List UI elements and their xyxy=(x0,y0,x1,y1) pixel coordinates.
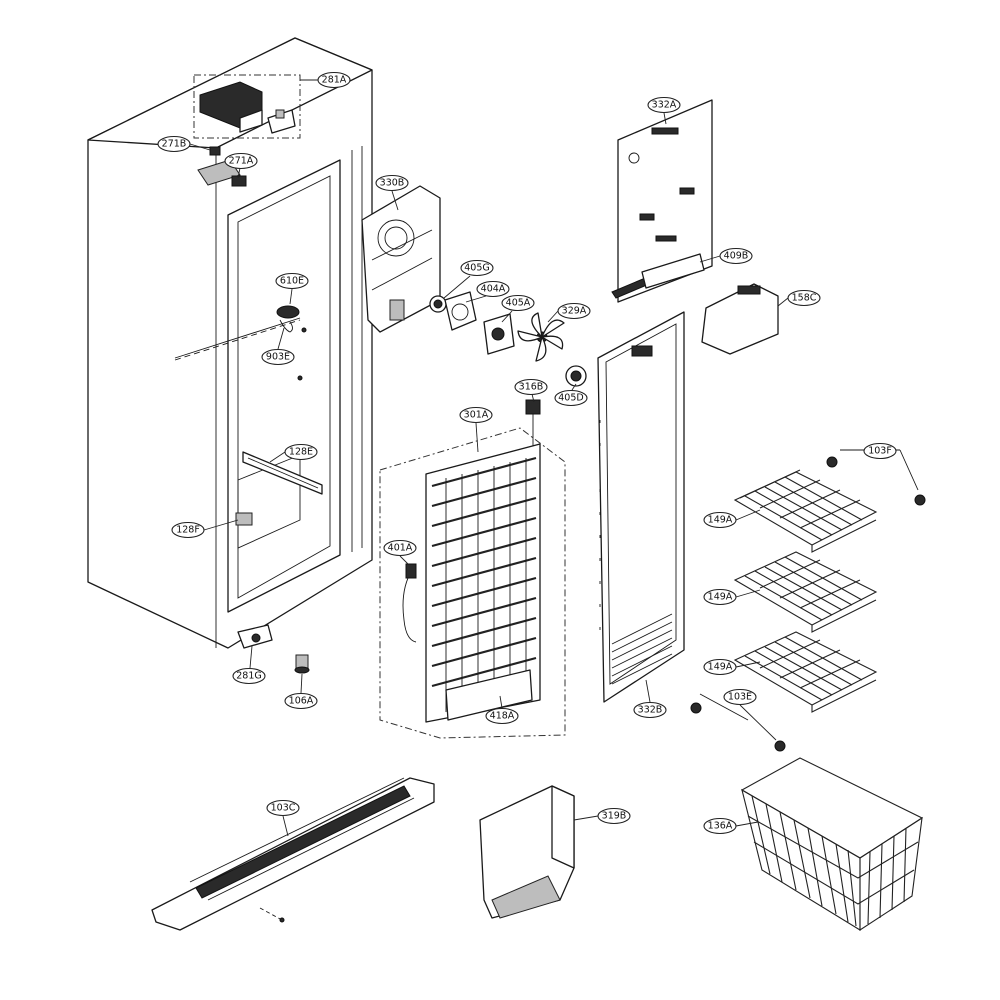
callout-271B: 271B xyxy=(157,135,211,153)
svg-text:332A: 332A xyxy=(652,100,677,111)
callout-903E: 903E xyxy=(261,327,295,366)
svg-text:409B: 409B xyxy=(724,251,749,262)
svg-text:106A: 106A xyxy=(289,696,314,707)
svg-text:329A: 329A xyxy=(562,306,587,317)
fan-blade xyxy=(517,312,565,362)
wire-harness-connector xyxy=(641,253,705,289)
svg-text:401A: 401A xyxy=(388,543,413,554)
svg-text:405A: 405A xyxy=(506,298,531,309)
wire-shelf-top xyxy=(733,469,878,553)
callout-319B: 319B xyxy=(573,807,631,825)
fan-hub xyxy=(565,365,587,387)
callout-149A-top: 149A xyxy=(703,509,761,529)
defrost-heater-cord xyxy=(402,563,417,643)
callout-128E: 128E xyxy=(269,443,318,463)
control-panel-cover xyxy=(611,99,713,303)
svg-text:301A: 301A xyxy=(464,410,489,421)
leveling-foot xyxy=(294,654,310,674)
svg-text:332B: 332B xyxy=(638,705,663,716)
callout-281A: 281A xyxy=(300,71,351,89)
svg-text:103E: 103E xyxy=(728,692,752,703)
callout-405D: 405D xyxy=(554,383,588,407)
svg-text:319B: 319B xyxy=(602,811,627,822)
svg-text:271B: 271B xyxy=(162,139,187,150)
svg-text:316B: 316B xyxy=(519,382,544,393)
callout-316B: 316B xyxy=(514,378,548,403)
fan-motor xyxy=(444,291,477,331)
svg-text:158C: 158C xyxy=(792,293,817,304)
svg-text:136A: 136A xyxy=(708,821,733,832)
shelf-support-pins-lower xyxy=(690,693,786,752)
water-tank-cover xyxy=(479,785,575,919)
callout-103E: 103E xyxy=(723,688,777,741)
callout-401A: 401A xyxy=(383,539,417,565)
callout-158C: 158C xyxy=(777,289,821,307)
motor-bracket xyxy=(483,313,515,355)
callout-149A-middle: 149A xyxy=(703,588,761,606)
base-front-cover xyxy=(151,777,435,931)
callout-labels: 281A 271B 271A 610E 903E 128E xyxy=(157,71,897,837)
wire-shelf-middle xyxy=(733,551,878,633)
wire-shelf-bottom xyxy=(733,631,878,713)
drawer-rail xyxy=(242,451,323,495)
callout-332B: 332B xyxy=(633,679,667,719)
svg-text:281A: 281A xyxy=(322,75,347,86)
rail-bracket xyxy=(235,512,253,526)
fan-housing xyxy=(361,185,441,333)
callout-409B: 409B xyxy=(699,247,753,265)
callout-418A: 418A xyxy=(485,695,519,725)
svg-text:103F: 103F xyxy=(868,446,892,457)
lamp-socket xyxy=(276,305,300,333)
callout-128F: 128F xyxy=(171,519,239,539)
svg-text:128E: 128E xyxy=(289,447,313,458)
callout-301A: 301A xyxy=(459,406,493,453)
callout-405A: 405A xyxy=(501,294,535,323)
freezer-basket xyxy=(740,757,924,932)
callout-106A: 106A xyxy=(284,673,318,710)
top-control-box xyxy=(193,74,301,139)
svg-text:149A: 149A xyxy=(708,592,733,603)
svg-text:903E: 903E xyxy=(266,352,290,363)
svg-text:405G: 405G xyxy=(464,263,490,274)
svg-text:128F: 128F xyxy=(176,525,200,536)
callout-330B: 330B xyxy=(375,174,409,211)
rear-cover-panel xyxy=(597,311,685,703)
callout-103C: 103C xyxy=(266,799,300,837)
callout-281G: 281G xyxy=(232,645,266,685)
callout-271A: 271A xyxy=(224,152,258,179)
fan-grommet xyxy=(429,295,447,313)
evaporator-assembly xyxy=(379,399,566,739)
svg-text:149A: 149A xyxy=(708,662,733,673)
svg-text:149A: 149A xyxy=(708,515,733,526)
bottom-hinge xyxy=(237,624,273,649)
svg-text:404A: 404A xyxy=(481,284,506,295)
callout-136A: 136A xyxy=(703,817,759,835)
svg-text:281G: 281G xyxy=(236,671,262,682)
svg-text:330B: 330B xyxy=(380,178,405,189)
callout-332A: 332A xyxy=(647,96,681,125)
callout-405G: 405G xyxy=(443,259,494,299)
refrigerator-cabinet xyxy=(87,37,373,649)
svg-text:271A: 271A xyxy=(229,156,254,167)
callout-103F: 103F xyxy=(863,442,897,460)
svg-text:418A: 418A xyxy=(490,711,515,722)
callout-149A-bottom: 149A xyxy=(703,658,761,676)
callout-610E: 610E xyxy=(275,272,309,305)
callout-329A: 329A xyxy=(547,302,591,323)
svg-text:610E: 610E xyxy=(280,276,304,287)
svg-text:405D: 405D xyxy=(558,393,583,404)
callout-404A: 404A xyxy=(465,280,510,303)
svg-text:103C: 103C xyxy=(271,803,296,814)
duct-cap xyxy=(701,283,779,355)
shelf-support-pins-upper xyxy=(826,449,926,506)
